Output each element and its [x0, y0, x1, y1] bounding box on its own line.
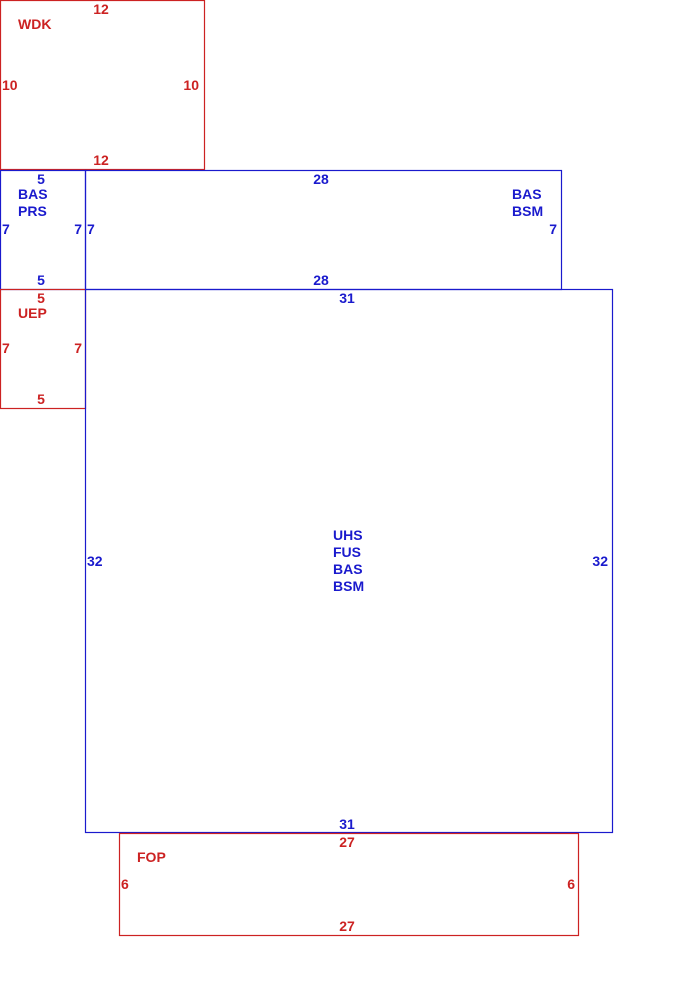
area-fop-code: FOP — [137, 849, 166, 865]
area-bas-bsm-upper-code-1: BAS — [512, 186, 542, 202]
area-bas-prs-dim-right: 7 — [74, 221, 82, 237]
area-bas-prs: BAS PRS 5 5 7 7 — [0, 169, 87, 291]
area-main-code-2: FUS — [333, 544, 361, 560]
area-main-dim-bottom: 31 — [339, 816, 355, 832]
area-bas-prs-code-2: PRS — [18, 203, 47, 219]
area-fop-dim-top: 27 — [339, 834, 355, 850]
area-wdk-dim-bottom: 12 — [93, 152, 109, 168]
area-bas-prs-dim-bottom: 5 — [37, 272, 45, 288]
area-uep-dim-top: 5 — [37, 290, 45, 306]
area-bas-bsm-upper-dim-right: 7 — [549, 221, 557, 237]
area-bas-bsm-upper-code-2: BSM — [512, 203, 543, 219]
area-bas-prs-dim-left: 7 — [2, 221, 10, 237]
area-bas-prs-dim-top: 5 — [37, 171, 45, 187]
area-fop-dim-bottom: 27 — [339, 918, 355, 934]
area-main-outline — [84, 288, 614, 834]
area-bas-bsm-upper: BAS BSM 28 28 7 7 — [84, 169, 563, 291]
area-fop-dim-left: 6 — [121, 876, 129, 892]
area-uep-code: UEP — [18, 305, 47, 321]
area-main-dim-top: 31 — [339, 290, 355, 306]
area-main-dim-left: 32 — [87, 553, 103, 569]
area-fop-dim-right: 6 — [567, 876, 575, 892]
area-main-code-4: BSM — [333, 578, 364, 594]
area-wdk: WDK 12 12 10 10 — [0, 0, 206, 171]
area-bas-bsm-upper-dim-bottom: 28 — [313, 272, 329, 288]
area-wdk-dim-top: 12 — [93, 1, 109, 17]
area-bas-prs-code-1: BAS — [18, 186, 48, 202]
area-main: UHS FUS BAS BSM 31 31 32 32 — [84, 288, 614, 834]
area-fop: FOP 27 27 6 6 — [118, 832, 580, 937]
area-wdk-dim-right: 10 — [183, 77, 199, 93]
area-bas-bsm-upper-dim-left: 7 — [87, 221, 95, 237]
area-bas-bsm-upper-dim-top: 28 — [313, 171, 329, 187]
area-main-code-3: BAS — [333, 561, 363, 577]
area-fop-outline — [118, 832, 580, 937]
area-uep-dim-left: 7 — [2, 340, 10, 356]
area-wdk-code: WDK — [18, 16, 51, 32]
area-uep: UEP 5 5 7 7 — [0, 288, 87, 410]
area-main-dim-right: 32 — [592, 553, 608, 569]
area-uep-dim-bottom: 5 — [37, 391, 45, 407]
area-main-code-1: UHS — [333, 527, 363, 543]
area-wdk-dim-left: 10 — [2, 77, 18, 93]
area-wdk-outline — [0, 0, 206, 171]
area-uep-dim-right: 7 — [74, 340, 82, 356]
